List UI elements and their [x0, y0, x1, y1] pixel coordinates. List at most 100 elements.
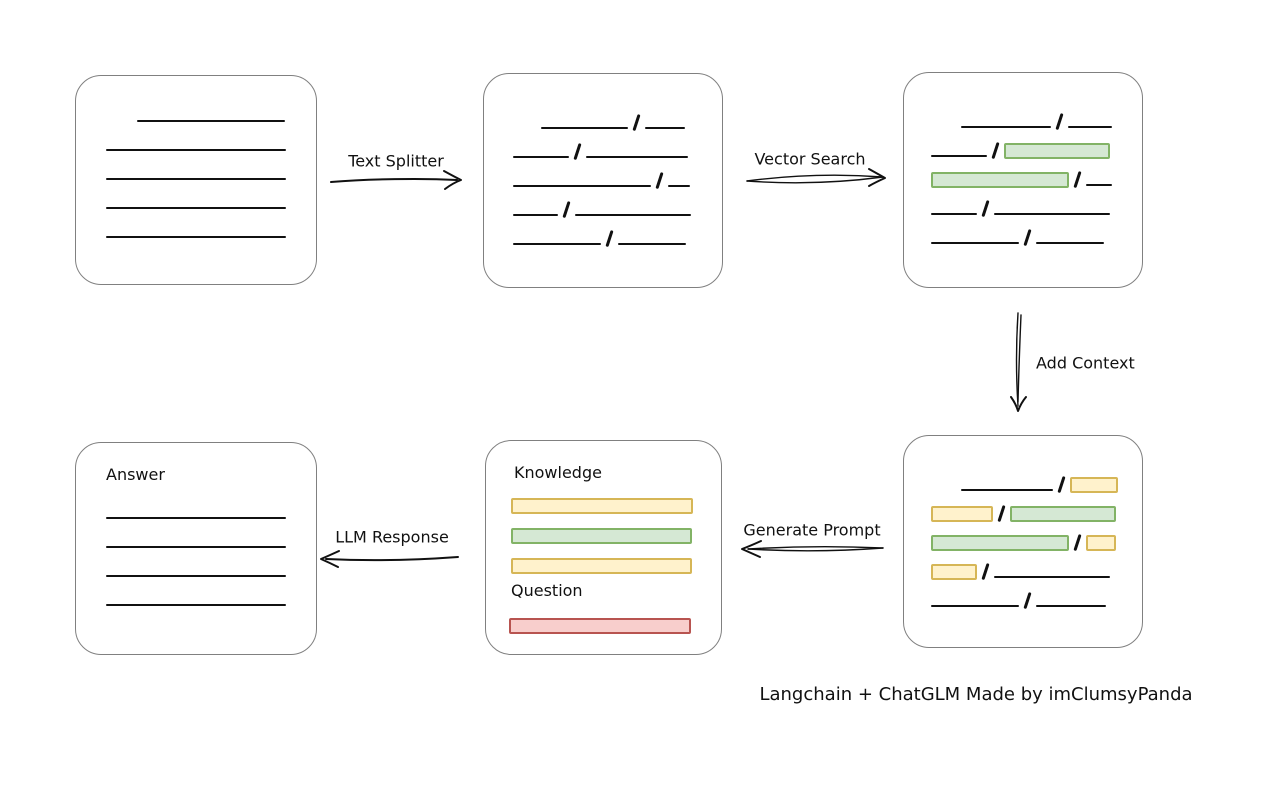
chunk-row [513, 216, 691, 247]
text-line [106, 236, 286, 238]
text-line [574, 214, 691, 216]
context-chunks-node [903, 435, 1143, 648]
text-line [644, 127, 685, 129]
green-chunk [931, 172, 1069, 188]
split-chunks-lines [513, 100, 691, 247]
text-line [106, 517, 286, 519]
context-chunks-lines [931, 462, 1118, 609]
answer-node: Answer [75, 442, 317, 655]
chunk-row [513, 187, 691, 218]
chunk-row [513, 129, 691, 160]
chunk-row [511, 482, 693, 514]
text-line [931, 155, 987, 157]
text-splitter-arrow [330, 170, 462, 190]
chunk-row [106, 209, 286, 238]
text-line [513, 156, 569, 158]
text-line [106, 546, 286, 548]
chunk-row [106, 519, 286, 548]
matched-chunks-lines [931, 99, 1112, 246]
chunk-row [511, 542, 693, 574]
slash-separator [1023, 592, 1032, 609]
text-line [541, 127, 628, 129]
question-label: Question [511, 581, 583, 600]
chunk-row [931, 128, 1112, 159]
text-line [106, 575, 286, 577]
text-line [137, 120, 285, 122]
text-line [993, 213, 1110, 215]
text-line [106, 178, 286, 180]
green-chunk [1009, 506, 1116, 522]
chunk-row [931, 549, 1118, 580]
split-chunks-node [483, 73, 723, 288]
chunk-row [511, 512, 693, 544]
chunk-row [931, 520, 1118, 551]
caption-text: Langchain + ChatGLM Made by imClumsyPand… [759, 684, 1193, 705]
chunk-row [513, 158, 691, 189]
add-context-arrow [1010, 312, 1027, 412]
chunk-row [931, 99, 1112, 130]
generate-prompt-arrow [741, 540, 884, 558]
slash-separator [1023, 229, 1032, 246]
question-bars [509, 602, 691, 634]
text-line [1085, 184, 1112, 186]
text-line [1035, 605, 1106, 607]
text-line [513, 243, 601, 245]
knowledge-label: Knowledge [514, 463, 602, 482]
text-line [1035, 242, 1104, 244]
yellow-chunk [931, 564, 977, 580]
matched-chunks-node [903, 72, 1143, 288]
chunk-row [106, 122, 286, 151]
chunk-row [106, 180, 286, 209]
text-line [667, 185, 690, 187]
chunk-row [509, 602, 691, 634]
text-line [931, 242, 1019, 244]
vector-search-label: Vector Search [754, 149, 866, 169]
text-line [106, 604, 286, 606]
generate-prompt-label: Generate Prompt [743, 520, 881, 540]
chunk-row [931, 578, 1118, 609]
text-line [961, 489, 1053, 491]
text-line [961, 126, 1051, 128]
text-splitter-label: Text Splitter [348, 151, 444, 171]
chunk-row [931, 462, 1118, 493]
text-line [106, 149, 286, 151]
prompt-node: Knowledge Question [485, 440, 722, 655]
green-chunk [1003, 143, 1110, 159]
red-chunk [509, 618, 691, 634]
text-line [513, 185, 651, 187]
llm-response-label: LLM Response [335, 527, 449, 547]
text-line [1067, 126, 1112, 128]
chunk-row [106, 490, 286, 519]
text-line [513, 214, 558, 216]
chunk-row [931, 157, 1112, 188]
answer-label: Answer [106, 465, 165, 484]
chunk-row [931, 491, 1118, 522]
text-line [993, 576, 1110, 578]
text-line [585, 156, 688, 158]
chunk-row [106, 548, 286, 577]
yellow-chunk [511, 558, 692, 574]
document-node [75, 75, 317, 285]
green-chunk [931, 535, 1069, 551]
chunk-row [106, 151, 286, 180]
text-line [931, 605, 1019, 607]
text-line [617, 243, 686, 245]
green-chunk [511, 528, 692, 544]
chunk-row [106, 577, 286, 606]
vector-search-arrow [746, 168, 886, 187]
yellow-chunk [931, 506, 993, 522]
slash-separator [605, 230, 614, 247]
chunk-row [931, 186, 1112, 217]
text-line [931, 213, 977, 215]
answer-lines [106, 490, 286, 606]
yellow-chunk [1069, 477, 1118, 493]
yellow-chunk [511, 498, 693, 514]
chunk-row [931, 215, 1112, 246]
add-context-label: Add Context [1036, 353, 1135, 373]
knowledge-bars [511, 482, 693, 574]
chunk-row [513, 100, 691, 131]
yellow-chunk [1085, 535, 1116, 551]
text-line [106, 207, 286, 209]
llm-response-arrow [320, 550, 459, 568]
